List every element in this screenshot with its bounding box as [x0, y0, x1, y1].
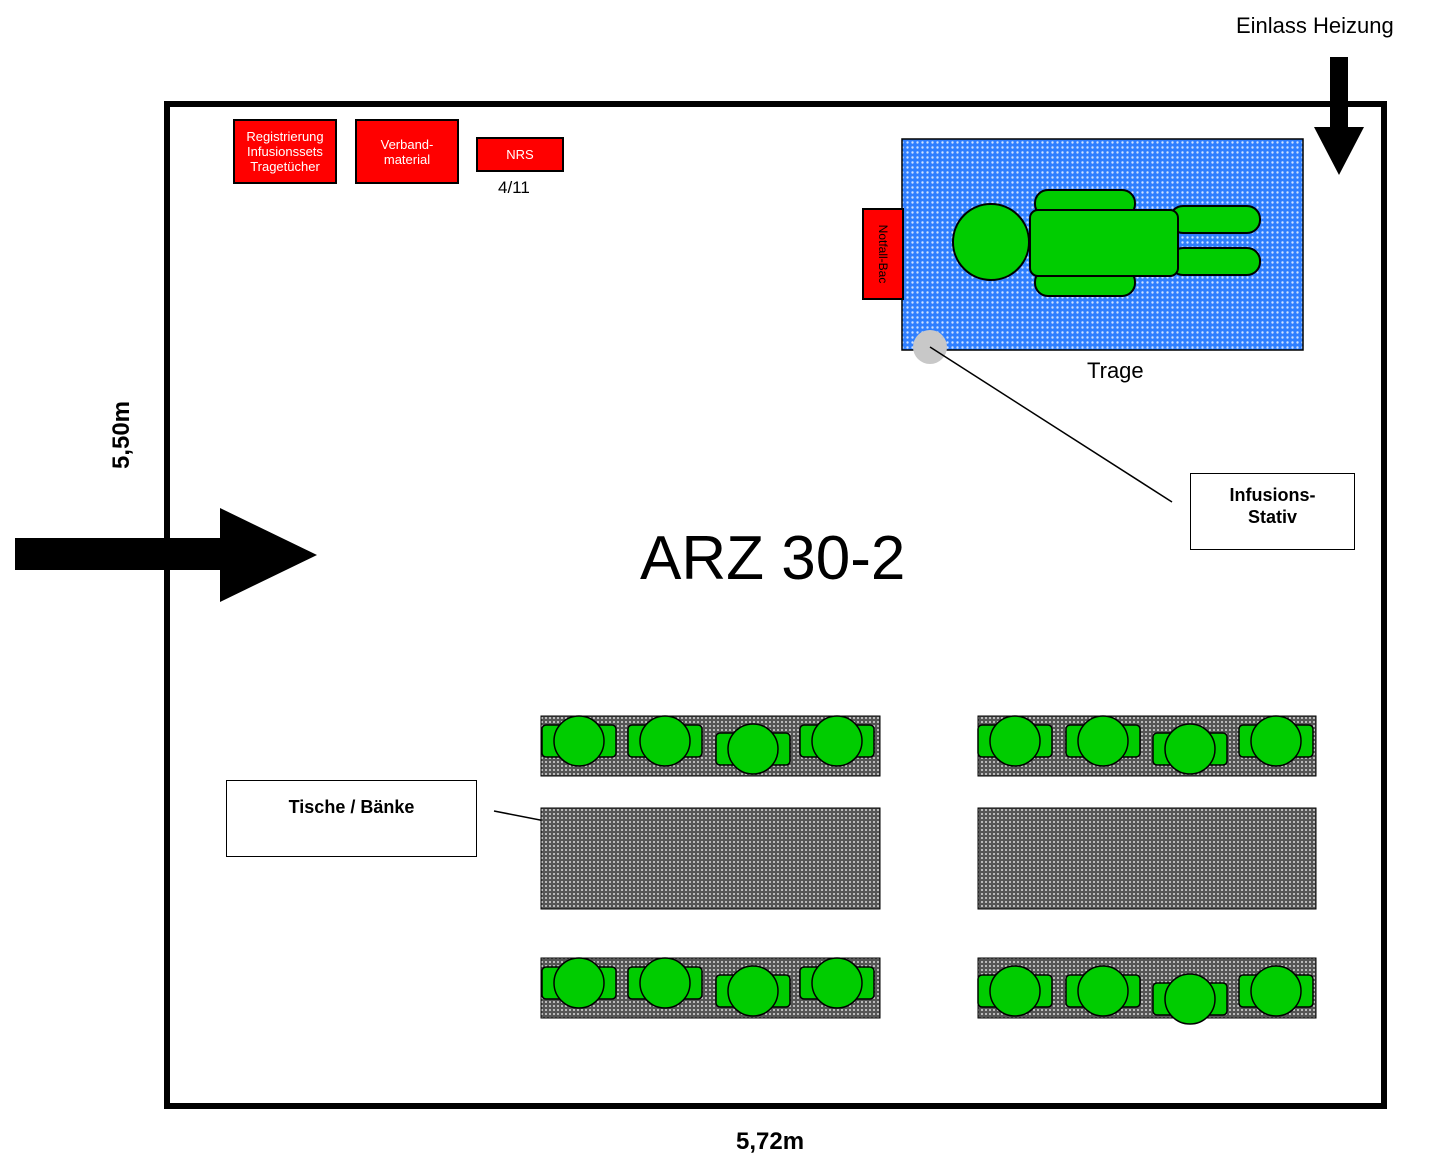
seated-person [1152, 973, 1228, 1025]
heating-inlet-label: Einlass Heizung [1236, 13, 1394, 38]
infusion-stand-callout: Infusions- Stativ [1190, 473, 1355, 550]
supply-bandage-material: Verband- material [355, 119, 459, 184]
nrs-count: 4/11 [498, 178, 530, 197]
seated-person [799, 715, 875, 767]
table [540, 807, 881, 910]
room-title: ARZ 30-2 [640, 524, 906, 593]
patient-figure [952, 189, 1261, 297]
supply-nrs: NRS [476, 137, 564, 172]
seated-person [541, 715, 617, 767]
seated-person [977, 965, 1053, 1017]
seated-person [1152, 723, 1228, 775]
seated-person [1065, 965, 1141, 1017]
seated-person [799, 957, 875, 1009]
room-wall [164, 101, 1387, 1109]
infusion-stand-pointer [929, 346, 1173, 503]
room-height-label: 5,50m [108, 400, 135, 470]
seated-persons [541, 715, 1314, 1025]
seated-person [1065, 715, 1141, 767]
heating-inlet-arrow-icon [1314, 57, 1364, 175]
seated-person [541, 957, 617, 1009]
stretcher-label: Trage [1087, 358, 1144, 383]
emergency-box-label: Notfall-Bac [876, 224, 890, 284]
seated-person [977, 715, 1053, 767]
seated-person [715, 723, 791, 775]
tables-benches-callout: Tische / Bänke [226, 780, 477, 857]
seated-person [1238, 715, 1314, 767]
supply-registration: Registrierung Infusionssets Tragetücher [233, 119, 337, 184]
room-width-label: 5,72m [736, 1128, 805, 1155]
seated-person [627, 957, 703, 1009]
table [977, 807, 1317, 910]
emergency-box [862, 208, 904, 300]
seated-person [715, 965, 791, 1017]
seated-person [627, 715, 703, 767]
entrance-arrow-icon [15, 508, 317, 602]
seated-person [1238, 965, 1314, 1017]
